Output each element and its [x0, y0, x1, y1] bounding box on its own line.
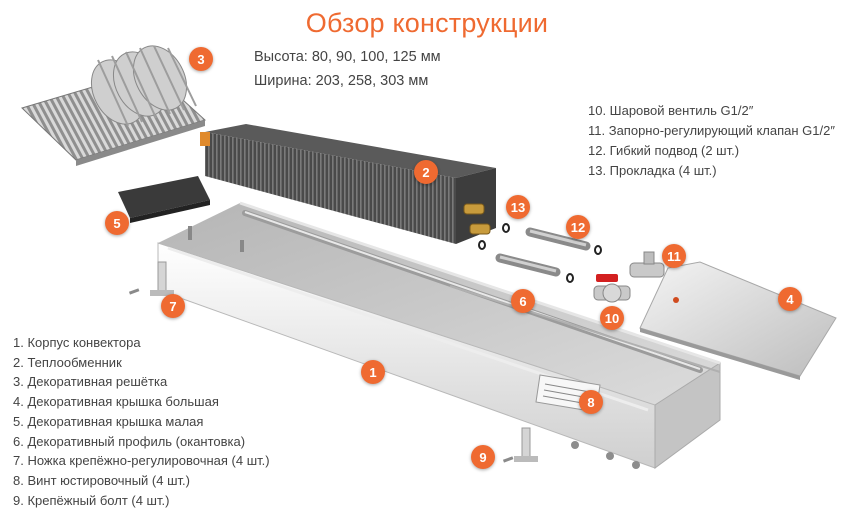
part-item-9: 9. Крепёжный болт (4 шт.)	[13, 492, 170, 508]
part-item-4: 4. Декоративная крышка большая	[13, 394, 219, 410]
callout-badge-3: 3	[189, 47, 213, 71]
part-item-8: 8. Винт юстировочный (4 шт.)	[13, 472, 190, 488]
width-spec: Ширина: 203, 258, 303 мм	[254, 73, 429, 89]
callout-badge-11: 11	[662, 244, 686, 268]
height-spec: Высота: 80, 90, 100, 125 мм	[254, 49, 441, 65]
parts-list-right: 10. Шаровой вентиль G1/2″ 11. Запорно-ре…	[588, 101, 835, 181]
page-title: Обзор конструкции	[305, 8, 549, 38]
callout-badge-5: 5	[105, 211, 129, 235]
part-item-12: 12. Гибкий подвод (2 шт.)	[588, 143, 740, 158]
part-item-6: 6. Декоративный профиль (окантовка)	[13, 433, 246, 449]
flexible-connector	[495, 227, 591, 277]
callout-badge-13: 13	[506, 195, 530, 219]
callout-badge-6: 6	[511, 289, 535, 313]
part-item-2: 2. Теплообменник	[13, 354, 122, 370]
gasket	[478, 223, 602, 283]
part-item-1: 1. Корпус конвектора	[13, 335, 141, 350]
part-item-13: 13. Прокладка (4 шт.)	[588, 163, 717, 178]
part-item-7: 7. Ножка крепёжно-регулировочная (4 шт.)	[13, 453, 270, 469]
callout-badge-7: 7	[161, 294, 185, 318]
callout-badge-12: 12	[566, 215, 590, 239]
converter-body	[157, 201, 721, 469]
part-item-5: 5. Декоративная крышка малая	[13, 413, 204, 429]
large-decorative-lid	[639, 261, 837, 380]
screw-bolt	[128, 288, 514, 463]
decorative-grille	[21, 45, 206, 166]
adjusting-leg	[150, 261, 538, 462]
callout-badge-9: 9	[471, 445, 495, 469]
part-item-10: 10. Шаровой вентиль G1/2″	[588, 103, 754, 118]
shutoff-valve	[629, 251, 665, 278]
decorative-profile	[449, 285, 721, 373]
parts-list-left: 1. Корпус конвектора 2. Теплообменник 3.…	[13, 333, 270, 510]
dimensions-block: Высота: 80, 90, 100, 125 мм Ширина: 203,…	[254, 45, 441, 93]
callout-badge-2: 2	[414, 160, 438, 184]
callout-badge-4: 4	[778, 287, 802, 311]
small-decorative-lid	[118, 176, 210, 223]
callout-badge-8: 8	[579, 390, 603, 414]
part-item-3: 3. Декоративная решётка	[13, 374, 168, 390]
callout-badge-10: 10	[600, 306, 624, 330]
ball-valve	[593, 274, 631, 303]
callout-badge-1: 1	[361, 360, 385, 384]
part-item-11: 11. Запорно-регулирующий клапан G1/2″	[588, 123, 835, 138]
